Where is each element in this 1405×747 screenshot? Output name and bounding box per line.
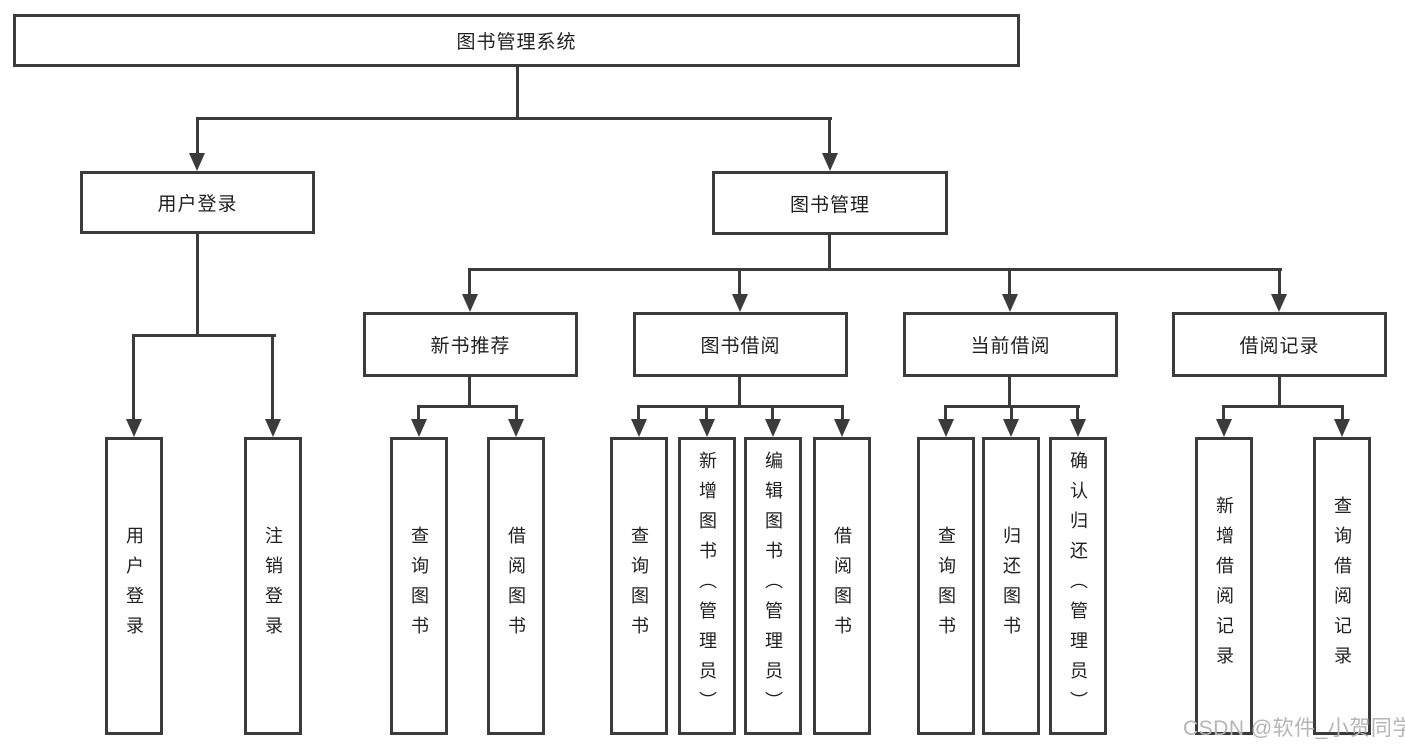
arrow-down-icon <box>938 419 954 437</box>
connector-line <box>196 117 199 155</box>
node-book-borrowing: 图书借阅 <box>633 312 848 377</box>
leaf-label: 查询图书 <box>409 526 429 646</box>
connector-line <box>1222 405 1344 408</box>
arrow-down-icon <box>1334 419 1350 437</box>
connector-line <box>132 334 276 337</box>
arrow-down-icon <box>1070 419 1086 437</box>
connector-line <box>738 268 741 296</box>
leaf-label: 查询借阅记录 <box>1332 496 1352 676</box>
arrow-down-icon <box>1271 294 1287 312</box>
node-user-login-branch: 用户登录 <box>80 171 315 234</box>
connector-line <box>417 405 518 408</box>
leaf-query-books: 查询图书 <box>390 437 448 735</box>
arrow-down-icon <box>265 419 281 437</box>
connector-line <box>828 235 831 271</box>
connector-line <box>468 268 471 296</box>
node-label: 用户登录 <box>157 194 238 215</box>
connector-line <box>196 117 832 120</box>
connector-line <box>196 234 199 337</box>
connector-line <box>637 405 640 421</box>
leaf-label: 查询图书 <box>629 526 649 646</box>
leaf-add-books-admin: 新增图书（管理员） <box>678 437 736 735</box>
arrow-down-icon <box>462 294 478 312</box>
connector-line <box>828 117 831 155</box>
arrow-down-icon <box>411 419 427 437</box>
connector-line <box>1222 405 1225 421</box>
leaf-borrow-books: 借阅图书 <box>813 437 871 735</box>
arrow-down-icon <box>126 419 142 437</box>
leaf-label: 归还图书 <box>1001 526 1021 646</box>
leaf-confirm-return-admin: 确认归还（管理员） <box>1049 437 1107 735</box>
leaf-label: 借阅图书 <box>832 526 852 646</box>
connector-line <box>771 405 774 421</box>
leaf-label: 查询图书 <box>936 526 956 646</box>
node-book-management-branch: 图书管理 <box>712 171 948 235</box>
node-label: 图书管理系统 <box>456 32 577 53</box>
node-label: 当前借阅 <box>970 336 1051 357</box>
node-current-borrowing: 当前借阅 <box>903 312 1118 377</box>
leaf-label: 新增图书（管理员） <box>697 451 717 721</box>
connector-line <box>468 377 471 408</box>
arrow-down-icon <box>508 419 524 437</box>
connector-line <box>944 405 947 421</box>
connector-line <box>271 334 274 421</box>
arrow-down-icon <box>631 419 647 437</box>
connector-line <box>417 405 420 421</box>
leaf-add-borrow-record: 新增借阅记录 <box>1195 437 1253 735</box>
node-label: 图书借阅 <box>700 336 781 357</box>
leaf-query-borrow-record: 查询借阅记录 <box>1313 437 1371 735</box>
node-label: 借阅记录 <box>1239 336 1320 357</box>
leaf-label: 新增借阅记录 <box>1214 496 1234 676</box>
leaf-label: 编辑图书（管理员） <box>763 451 783 721</box>
leaf-return-books: 归还图书 <box>982 437 1040 735</box>
connector-line <box>515 405 518 421</box>
connector-line <box>1278 268 1281 296</box>
connector-line <box>705 405 708 421</box>
arrow-down-icon <box>732 294 748 312</box>
arrow-down-icon <box>822 153 838 171</box>
connector-line <box>132 334 135 421</box>
csdn-watermark: CSDN @软件_小贺同学 <box>1183 717 1405 740</box>
leaf-edit-books-admin: 编辑图书（管理员） <box>744 437 802 735</box>
node-label: 新书推荐 <box>430 336 511 357</box>
connector-line <box>1076 405 1079 421</box>
leaf-user-login: 用户登录 <box>105 437 163 735</box>
connector-line <box>1008 268 1011 296</box>
connector-line <box>841 405 844 421</box>
leaf-logout: 注销登录 <box>244 437 302 735</box>
leaf-query-books: 查询图书 <box>917 437 975 735</box>
arrow-down-icon <box>1002 294 1018 312</box>
leaf-label: 借阅图书 <box>506 526 526 646</box>
node-label: 图书管理 <box>789 194 870 216</box>
connector-line <box>1010 405 1013 421</box>
connector-line <box>516 67 519 120</box>
connector-line <box>1008 377 1011 408</box>
connector-line <box>1278 377 1281 408</box>
arrow-down-icon <box>834 419 850 437</box>
node-borrowing-records: 借阅记录 <box>1172 312 1387 377</box>
leaf-label: 用户登录 <box>124 526 144 646</box>
connector-line <box>1341 405 1344 421</box>
arrow-down-icon <box>189 153 205 171</box>
connector-line <box>738 377 741 408</box>
arrow-down-icon <box>699 419 715 437</box>
node-new-book-recommendation: 新书推荐 <box>363 312 578 377</box>
leaf-label: 确认归还（管理员） <box>1068 451 1088 721</box>
leaf-label: 注销登录 <box>263 526 283 646</box>
connector-line <box>468 268 1282 271</box>
arrow-down-icon <box>765 419 781 437</box>
arrow-down-icon <box>1216 419 1232 437</box>
leaf-query-books: 查询图书 <box>610 437 668 735</box>
node-root-system: 图书管理系统 <box>13 14 1020 67</box>
leaf-borrow-books: 借阅图书 <box>487 437 545 735</box>
arrow-down-icon <box>1003 419 1019 437</box>
connector-line <box>637 405 844 408</box>
